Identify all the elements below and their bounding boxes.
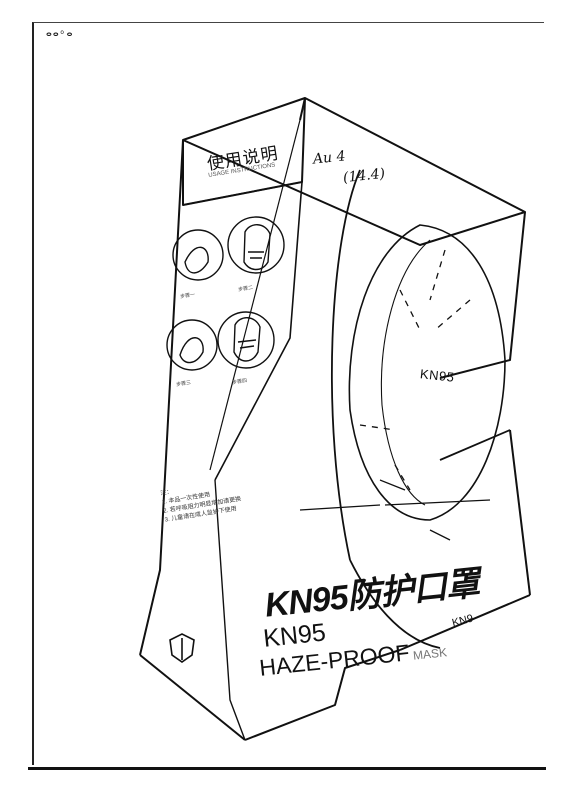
bottom-rule: [28, 767, 546, 770]
step2-illustration: [227, 216, 285, 274]
step3-illustration: [166, 319, 218, 371]
box-bottom-right: [399, 594, 531, 651]
document-border: [32, 22, 544, 765]
corner-mark: ⴰⴰ ͦ ⴰ: [46, 28, 74, 38]
mask-outline: [348, 224, 506, 521]
window-arc-left: [331, 169, 361, 561]
product-subtitle-fade: MASK: [409, 645, 448, 664]
handwritten-note-1: Au 4: [312, 148, 347, 168]
shield-logo-icon: [169, 633, 195, 663]
step4-illustration: [217, 311, 275, 369]
step1-illustration: [172, 229, 224, 281]
box-front-panel: [182, 181, 303, 481]
box-bottom-left: [139, 654, 246, 741]
box-right-edge-lower: [509, 429, 531, 596]
box-bottom-front: [244, 649, 401, 741]
box-right-edge-upper: [439, 211, 526, 379]
box-left-edge: [139, 139, 184, 656]
